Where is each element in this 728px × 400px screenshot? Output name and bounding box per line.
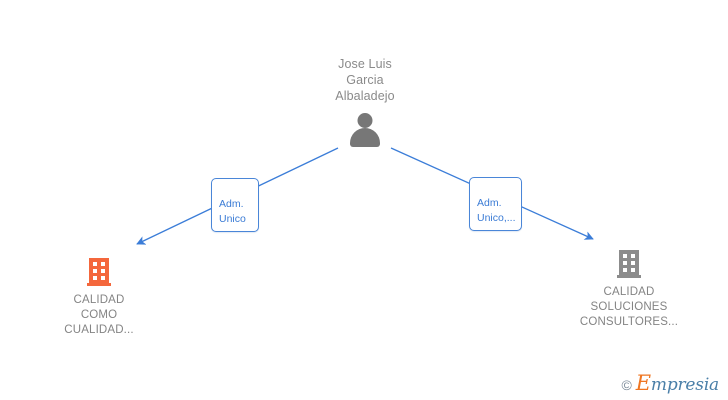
relation-label-left-text: Adm. Unico	[219, 198, 246, 225]
empresia-watermark: © Empresia	[621, 373, 719, 394]
company-node-right[interactable]: CALIDAD SOLUCIONES CONSULTORES...	[549, 250, 709, 330]
person-name: Jose Luis Garcia Albaladejo	[335, 57, 395, 103]
brand-rest: mpresia	[650, 375, 719, 395]
relation-label-left[interactable]: Adm. Unico	[211, 178, 259, 232]
company-name-right: CALIDAD SOLUCIONES CONSULTORES...	[579, 286, 679, 328]
person-avatar-icon	[347, 113, 383, 147]
relation-label-right[interactable]: Adm. Unico,...	[469, 177, 522, 231]
relation-label-right-text: Adm. Unico,...	[477, 197, 516, 224]
copyright-icon: ©	[621, 377, 632, 393]
company-name-left: CALIDAD COMO CUALIDAD...	[64, 294, 134, 336]
brand-logo: Empresia	[636, 373, 719, 394]
company-node-left[interactable]: CALIDAD COMO CUALIDAD...	[19, 258, 179, 338]
person-node[interactable]: Jose Luis Garcia Albaladejo	[295, 56, 435, 147]
building-icon	[617, 250, 641, 278]
building-icon	[87, 258, 111, 286]
brand-initial: E	[635, 371, 651, 395]
